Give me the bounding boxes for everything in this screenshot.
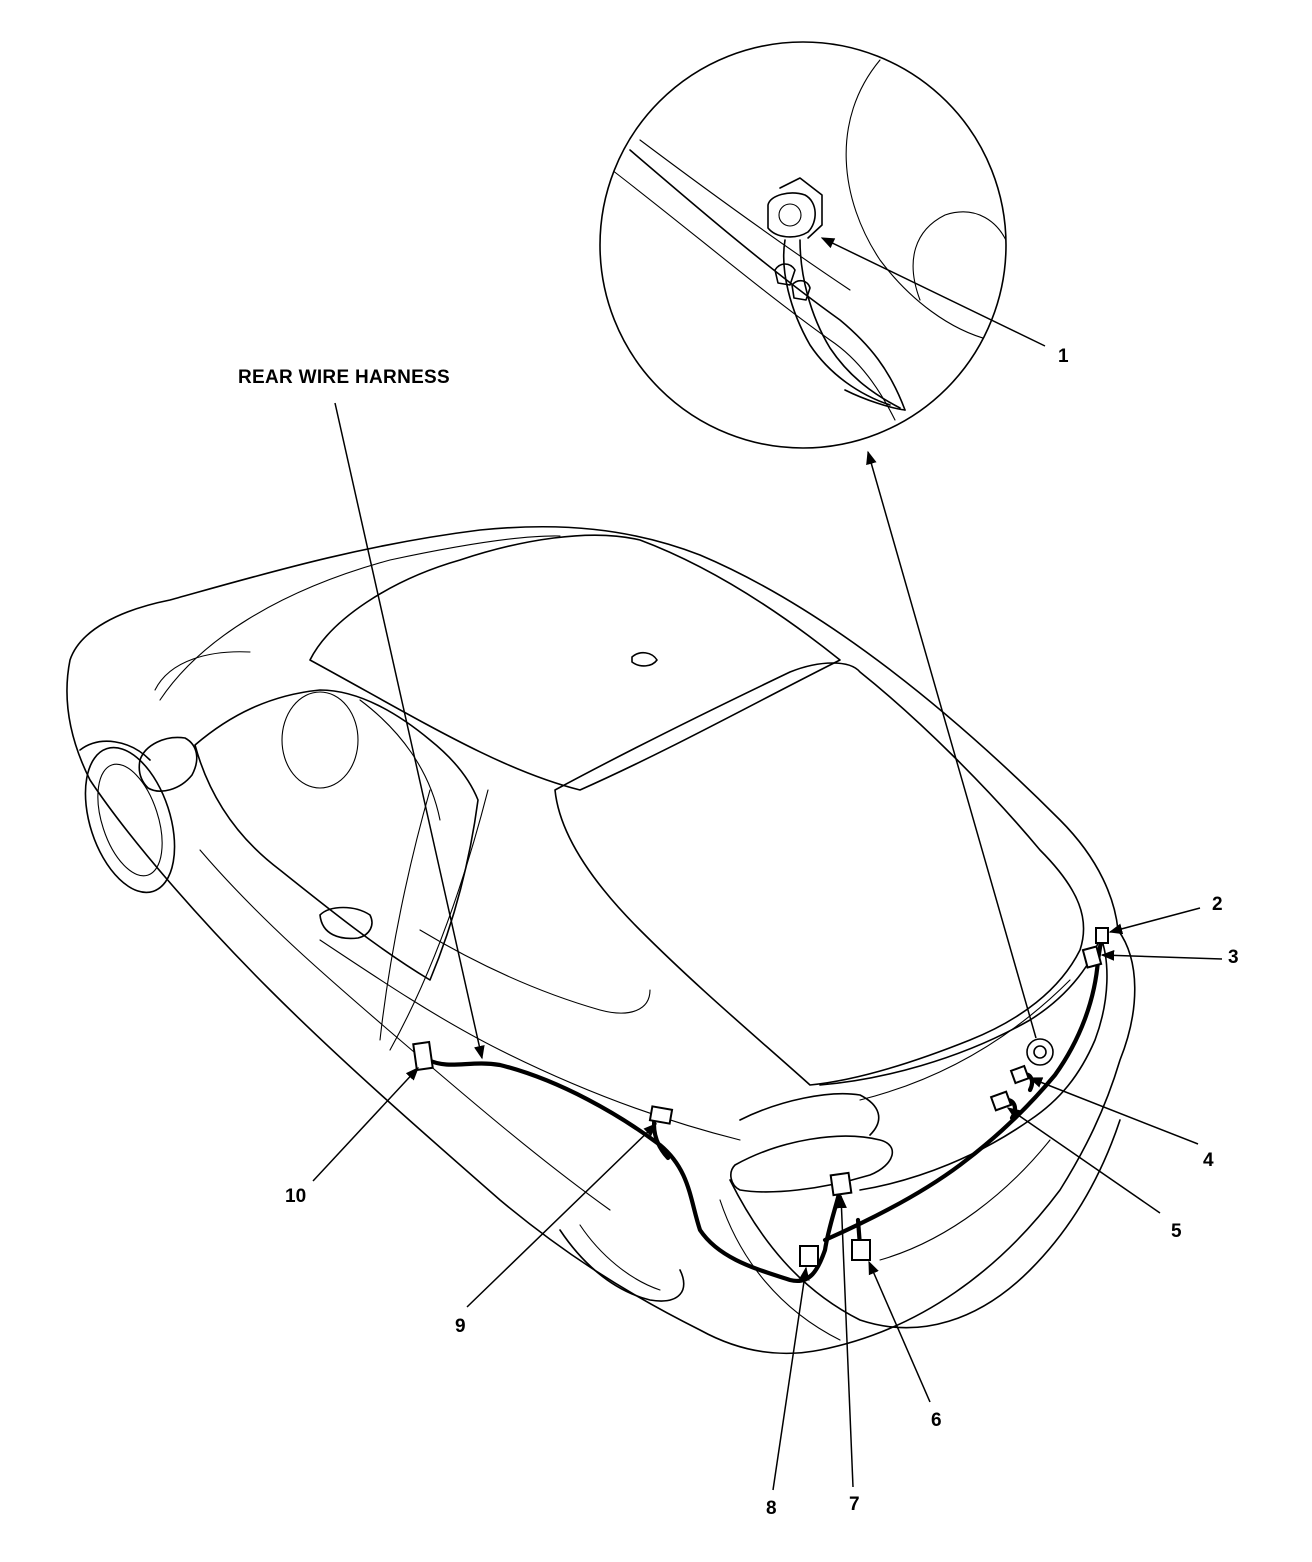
- connector-3: [1081, 945, 1103, 969]
- connector-7: [829, 1171, 853, 1197]
- callout-7: 7: [849, 1494, 860, 1515]
- callout-9: 9: [455, 1316, 466, 1337]
- connector-2: [1095, 927, 1109, 944]
- callout-10: 10: [285, 1186, 306, 1207]
- connector-5: [989, 1090, 1013, 1112]
- ground-terminal: [1026, 1038, 1054, 1066]
- connector-10: [412, 1040, 434, 1072]
- leader-lines: [312, 402, 1223, 1491]
- ground-bolt-detail-view: [599, 41, 1046, 449]
- callout-8: 8: [766, 1498, 777, 1519]
- connector-9: [648, 1105, 674, 1125]
- callout-4: 4: [1203, 1150, 1214, 1171]
- callout-1: 1: [1058, 346, 1069, 367]
- connector-6: [851, 1239, 871, 1261]
- callout-3: 3: [1228, 947, 1239, 968]
- connectors: [412, 927, 1109, 1267]
- callout-6: 6: [931, 1410, 942, 1431]
- callout-2: 2: [1212, 894, 1223, 915]
- rear-wire-harness: [425, 932, 1105, 1284]
- harness-label: REAR WIRE HARNESS: [238, 367, 450, 388]
- connector-4: [1009, 1064, 1030, 1085]
- car-body: [66, 525, 1136, 1355]
- connector-8: [799, 1245, 819, 1267]
- callout-5: 5: [1171, 1221, 1182, 1242]
